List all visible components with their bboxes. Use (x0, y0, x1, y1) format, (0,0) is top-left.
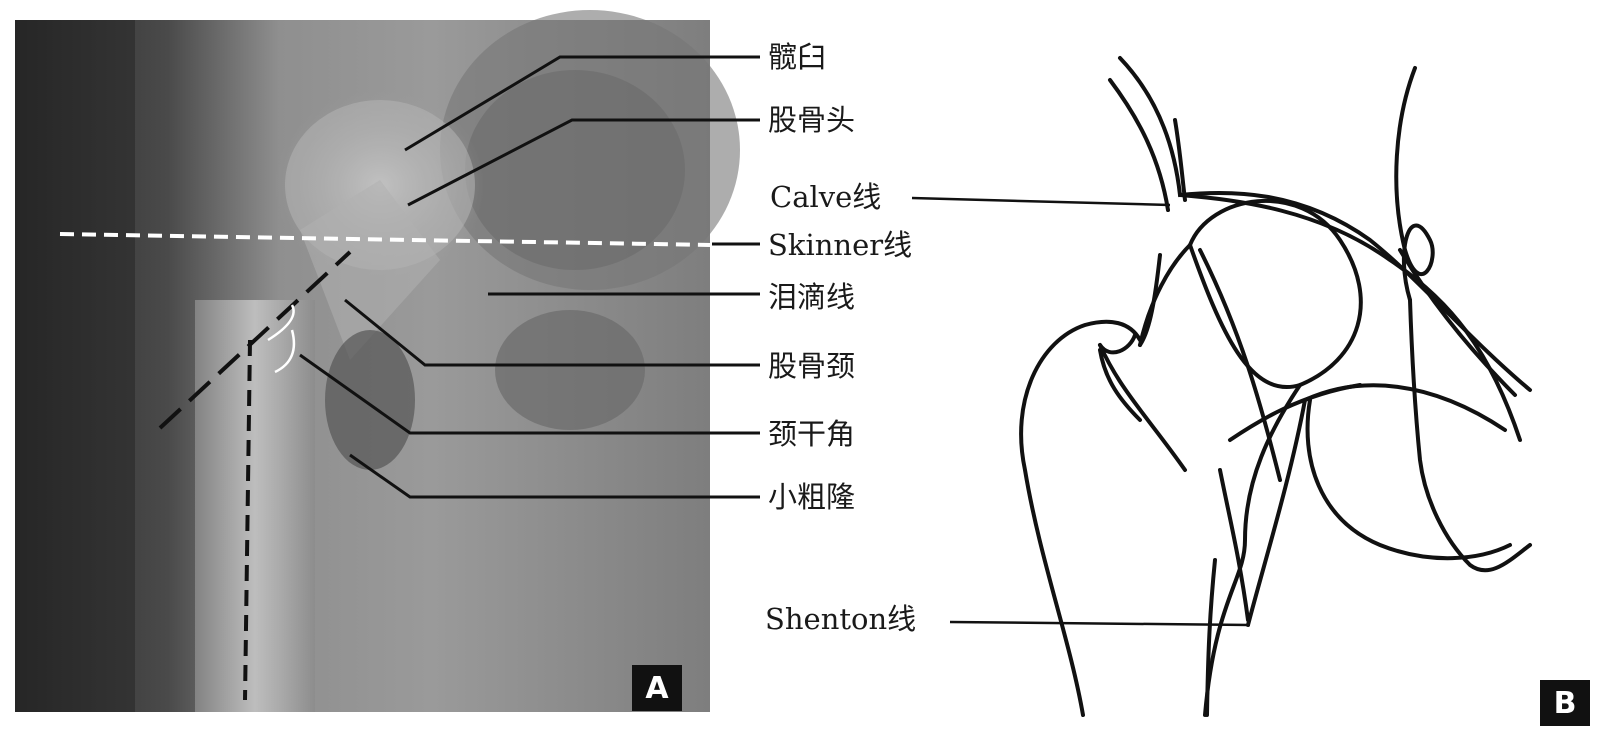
leader-calve (912, 198, 1170, 205)
panel-tag-b: B (1540, 680, 1590, 726)
leader-lines-b (912, 198, 1250, 625)
label-teardrop-line: 泪滴线 (768, 283, 855, 312)
panel-tag-a: A (632, 665, 682, 711)
hip-line-drawing (1021, 58, 1530, 715)
label-femoral-neck: 股骨颈 (768, 352, 855, 381)
label-shenton-line: Shenton线 (765, 605, 916, 634)
xray-image (15, 10, 740, 712)
label-neck-shaft-angle: 颈干角 (768, 420, 855, 449)
label-skinner-line: Skinner线 (768, 231, 912, 260)
label-acetabulum: 髋臼 (768, 43, 826, 72)
label-lesser-trochanter: 小粗隆 (768, 483, 855, 512)
label-femoral-head: 股骨头 (768, 106, 855, 135)
label-calve-line: Calve线 (770, 183, 881, 212)
leader-shenton (950, 622, 1250, 625)
